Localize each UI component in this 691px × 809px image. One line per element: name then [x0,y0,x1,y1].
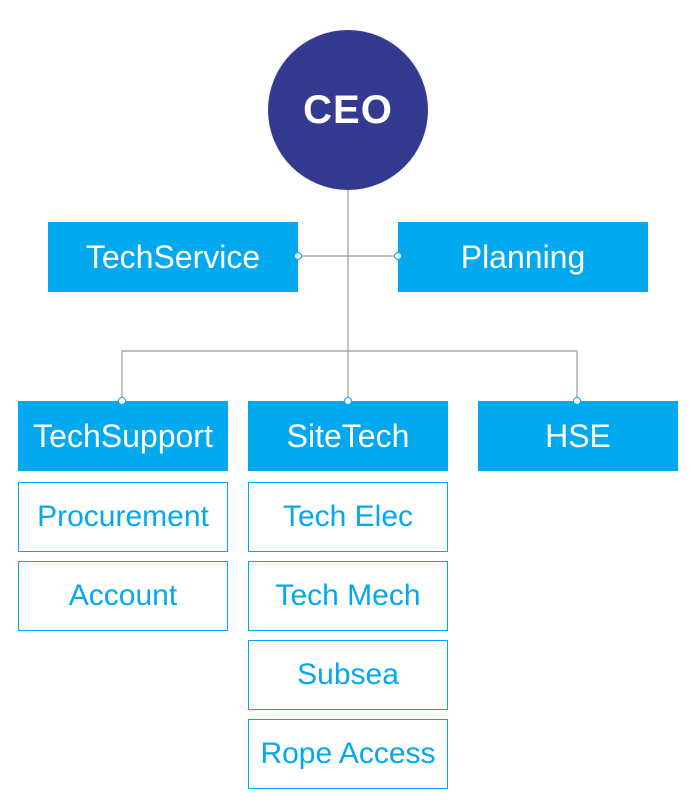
tech-mech-box: Tech Mech [248,561,448,631]
account-box: Account [18,561,228,631]
hse-box: HSE [478,401,678,471]
department-branch-line [121,350,578,401]
rope-access-label: Rope Access [260,737,436,770]
techsupport-connector-dot [118,397,126,405]
ceo-node: CEO [268,30,428,190]
planning-connector-dot [394,252,402,260]
planning-label: Planning [460,238,586,275]
techservice-connector-dot [294,252,302,260]
ceo-label: CEO [303,87,393,132]
procurement-label: Procurement [37,500,209,533]
subsea-label: Subsea [297,658,399,691]
sitetech-label: SiteTech [286,417,410,454]
hse-label: HSE [545,417,611,454]
techservice-label: TechService [85,238,261,275]
subsea-box: Subsea [248,640,448,710]
rope-access-box: Rope Access [248,719,448,789]
tech-elec-label: Tech Elec [282,500,414,533]
procurement-box: Procurement [18,482,228,552]
techsupport-label: TechSupport [33,417,213,454]
tech-mech-label: Tech Mech [275,579,421,612]
techservice-box: TechService [48,222,298,292]
sitetech-connector-dot [344,397,352,405]
sitetech-box: SiteTech [248,401,448,471]
tech-elec-box: Tech Elec [248,482,448,552]
hse-connector-dot [573,397,581,405]
account-label: Account [68,579,178,612]
techsupport-box: TechSupport [18,401,228,471]
planning-box: Planning [398,222,648,292]
